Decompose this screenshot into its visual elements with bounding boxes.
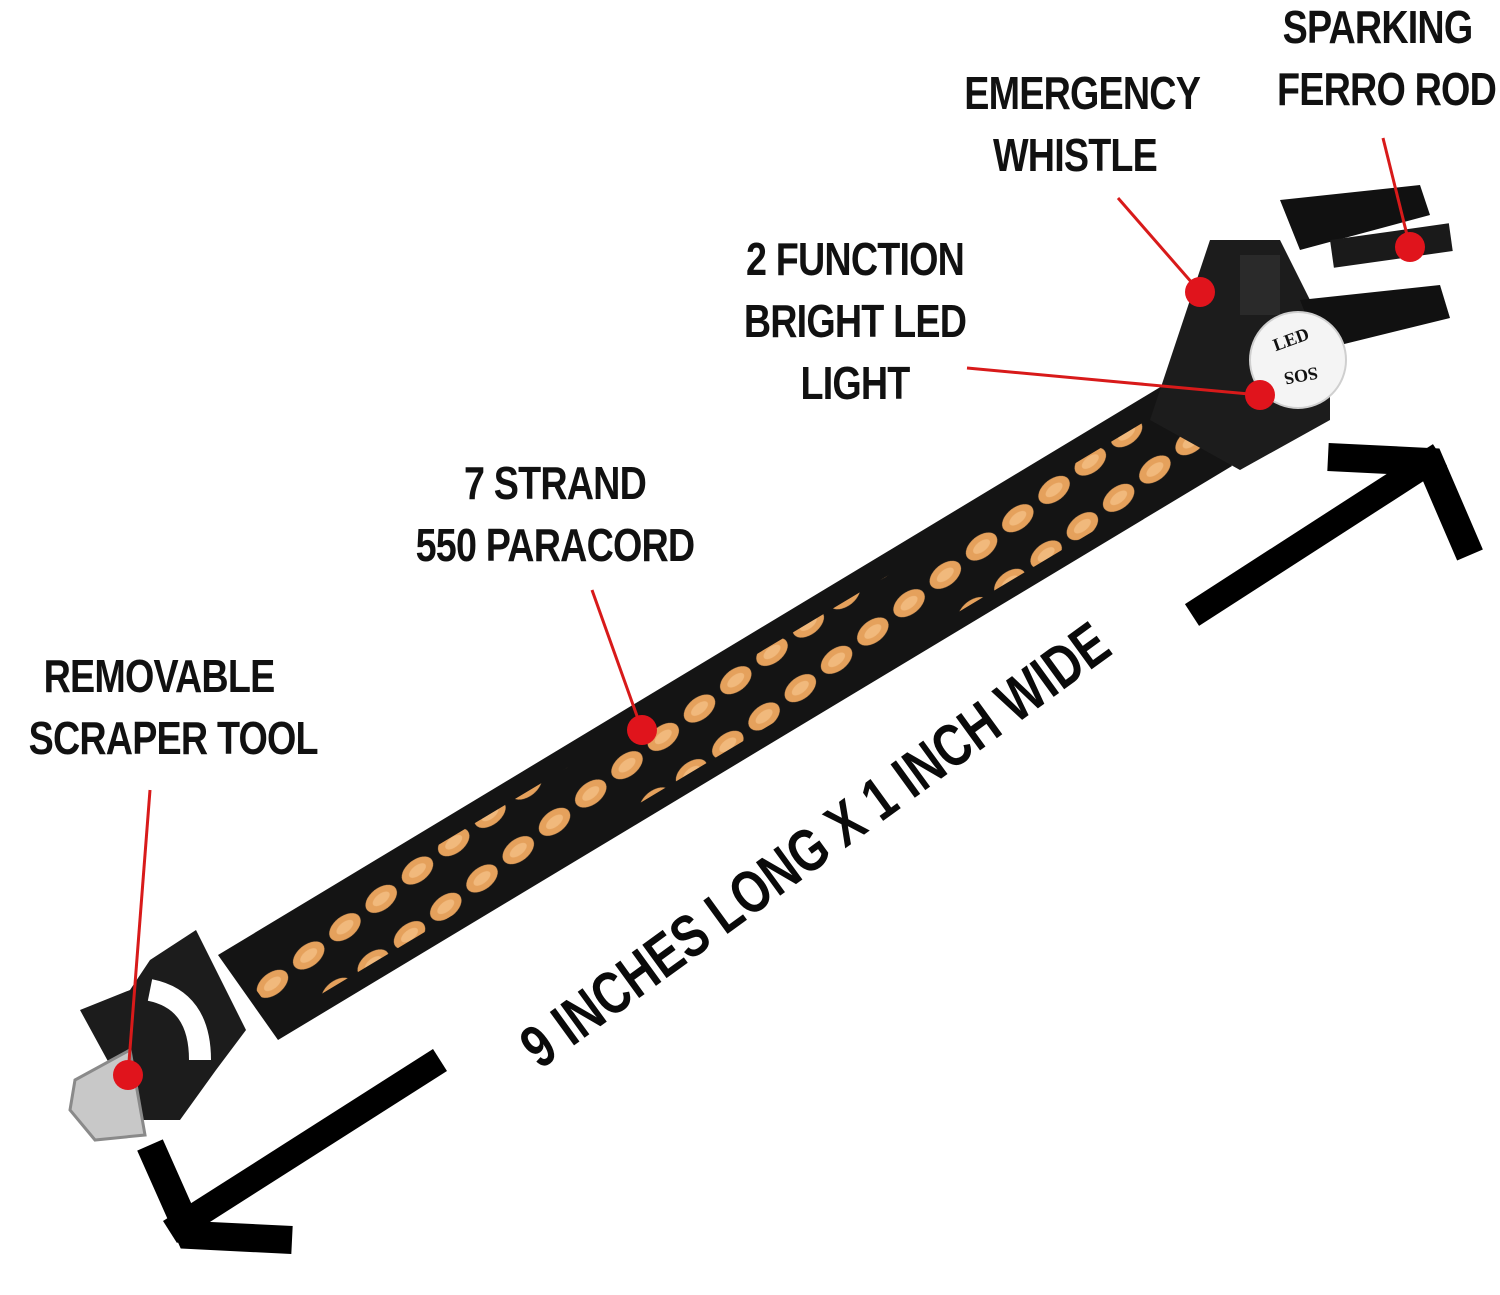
- led-badge: LED SOS: [1249, 311, 1347, 409]
- marker-paracord: [627, 715, 657, 745]
- leader-line-led: [966, 366, 1261, 397]
- leader-line-ferro: [1381, 137, 1412, 248]
- label-scraper-tool: REMOVABLE SCRAPER TOOL: [28, 650, 319, 764]
- marker-led: [1245, 380, 1275, 410]
- markers: [113, 232, 1425, 1090]
- paracord-body: [218, 380, 1232, 1040]
- buckle-end: [1150, 185, 1453, 470]
- marker-ferro: [1395, 232, 1425, 262]
- dimension-arrows: [137, 443, 1483, 1254]
- leader-line-whistle: [1116, 197, 1202, 293]
- leader-line-paracord: [590, 589, 644, 731]
- marker-scraper: [113, 1060, 143, 1090]
- label-whistle: EMERGENCY WHISTLE: [964, 67, 1201, 181]
- leader-line-scraper: [126, 789, 152, 1076]
- arrow-right-icon: [1184, 443, 1483, 626]
- label-led-light: 2 FUNCTION BRIGHT LED LIGHT: [743, 233, 967, 409]
- marker-whistle: [1185, 277, 1215, 307]
- leader-lines: [126, 137, 1412, 1076]
- arrow-left-icon: [137, 1049, 447, 1254]
- scraper-end: [68, 930, 246, 1142]
- label-paracord: 7 STRAND 550 PARACORD: [415, 457, 696, 571]
- label-ferro-rod: SPARKING FERRO ROD: [1277, 1, 1497, 115]
